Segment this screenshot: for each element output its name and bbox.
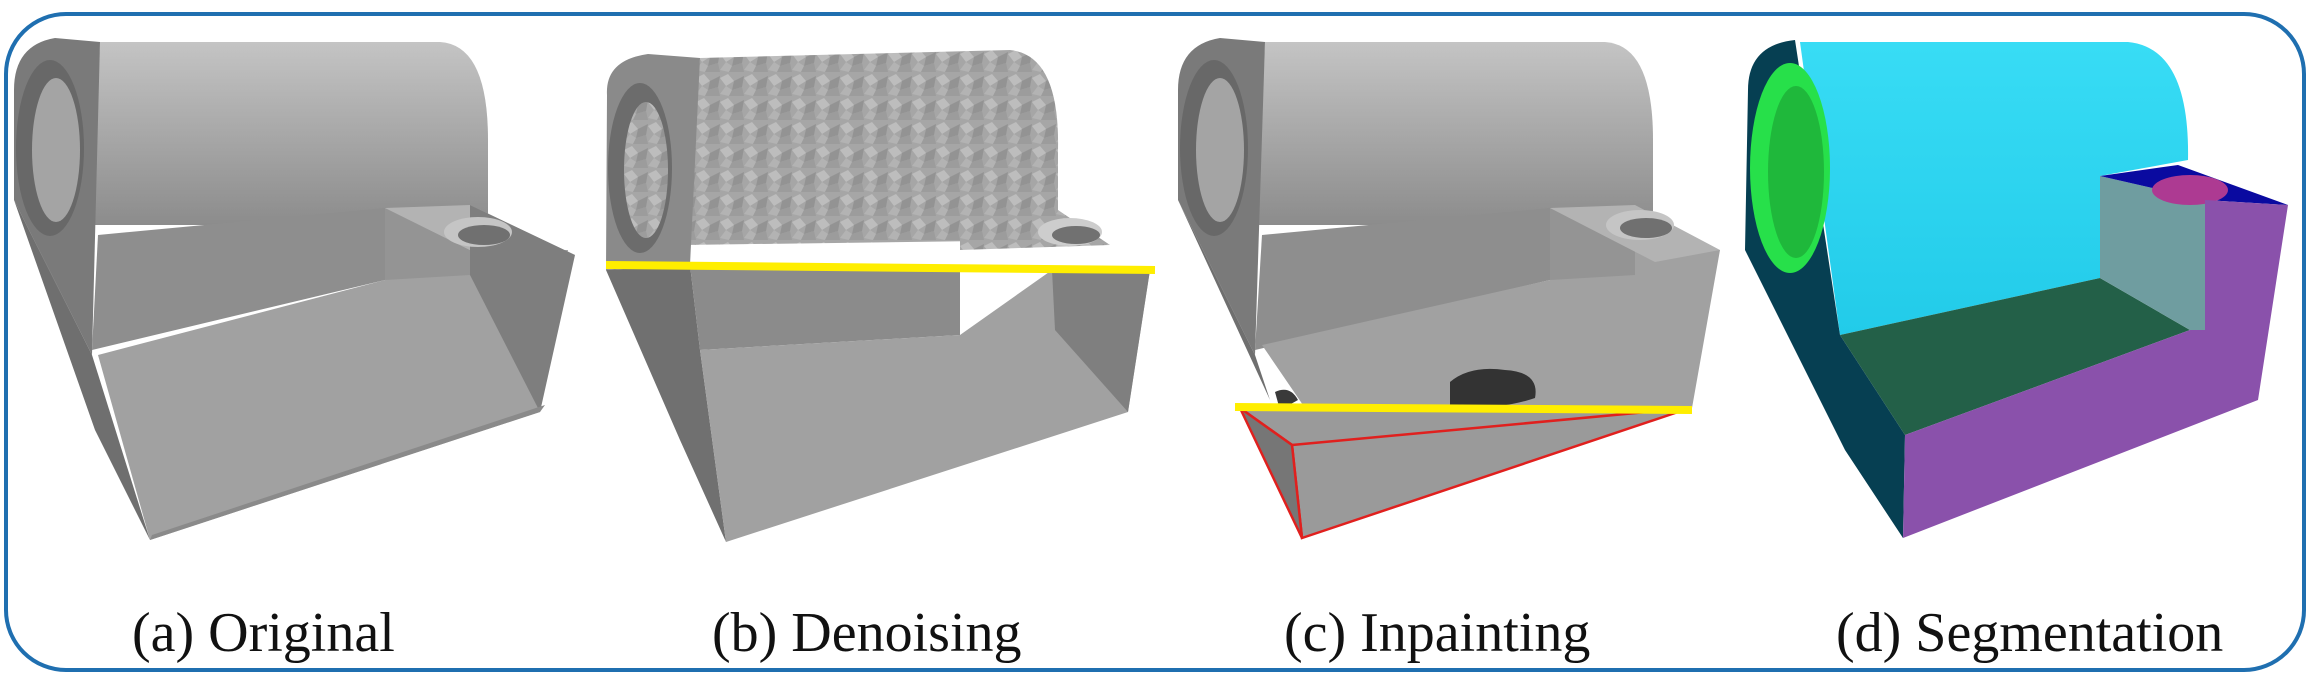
panel-original	[14, 38, 575, 540]
inpainted-patch	[1236, 406, 1691, 540]
panel-denoising	[605, 50, 1156, 542]
mesh-model-original	[14, 38, 575, 540]
panel-inpainting	[1178, 38, 1720, 540]
segment-pocket	[2152, 175, 2228, 205]
mesh-model-inpainting	[1178, 38, 1720, 540]
segment-cylinder	[1800, 42, 2189, 335]
cut-line-denoising	[605, 261, 1156, 274]
panel-segmentation	[1745, 40, 2288, 538]
cut-line-inpainting	[1234, 403, 1693, 414]
segmented-model	[1745, 40, 2288, 538]
segment-front	[1903, 200, 2288, 538]
segment-step	[2100, 176, 2205, 330]
segment-floor	[1840, 278, 2190, 435]
mesh-model-noisy	[606, 50, 1150, 542]
caption-segmentation: (d) Segmentation	[1836, 602, 2224, 664]
hole-region	[1450, 368, 1536, 409]
figure-border	[4, 12, 2306, 672]
caption-denoising: (b) Denoising	[712, 602, 1022, 664]
caption-inpainting: (c) Inpainting	[1284, 602, 1591, 664]
caption-original: (a) Original	[132, 602, 395, 664]
